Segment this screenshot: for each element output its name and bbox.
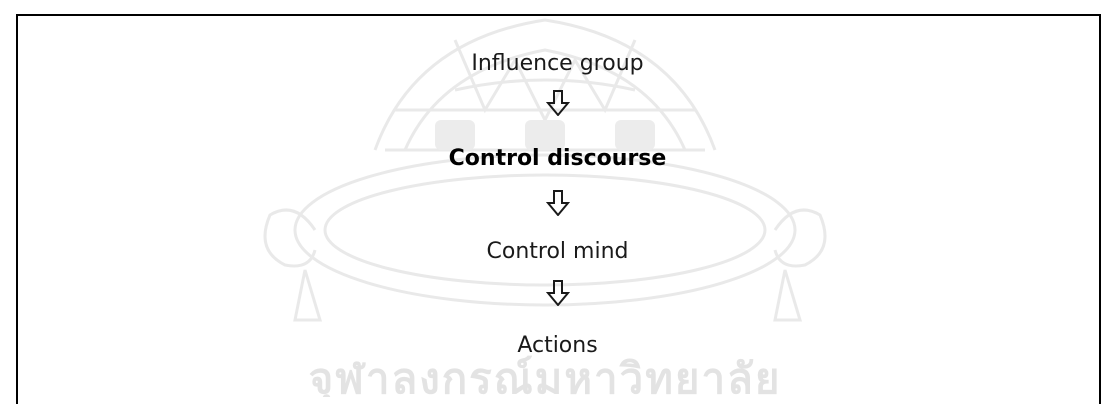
hollow-down-arrow-icon bbox=[546, 280, 570, 306]
step-control-mind: Control mind bbox=[486, 239, 629, 264]
hollow-down-arrow-icon bbox=[546, 190, 570, 216]
diagram-frame bbox=[16, 14, 1101, 404]
step-actions: Actions bbox=[517, 333, 598, 358]
step-influence-group: Influence group bbox=[471, 51, 644, 76]
hollow-down-arrow-icon bbox=[546, 90, 570, 116]
step-control-discourse: Control discourse bbox=[448, 146, 667, 171]
